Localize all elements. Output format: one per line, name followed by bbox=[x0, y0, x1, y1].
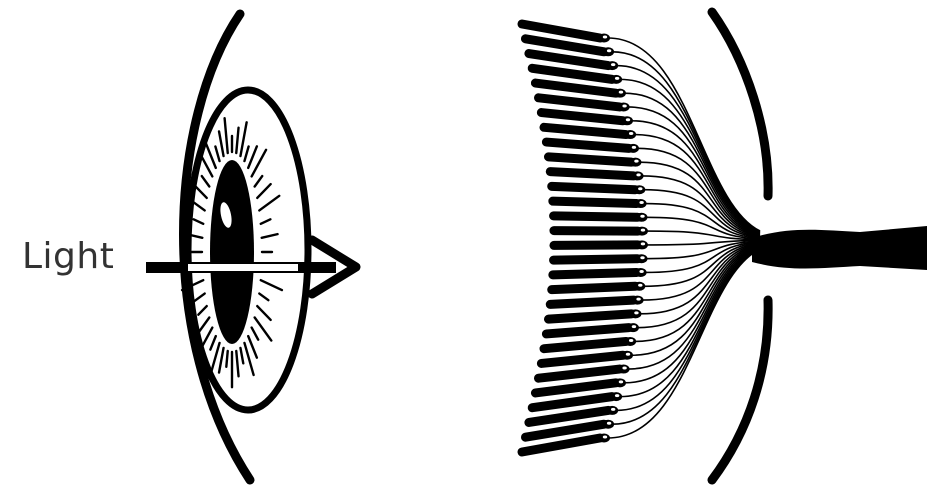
photoreceptor-rod bbox=[538, 98, 619, 107]
photoreceptor-rod bbox=[553, 272, 637, 274]
photoreceptor-rod bbox=[541, 355, 623, 363]
iris-ray bbox=[244, 146, 248, 161]
iris-ray bbox=[252, 328, 259, 340]
retina-arc-bottom bbox=[712, 300, 768, 480]
photoreceptor-rod bbox=[554, 216, 638, 217]
photoreceptor-rod bbox=[529, 410, 608, 422]
photoreceptor-rod bbox=[538, 369, 619, 378]
photoreceptor-highlight bbox=[622, 367, 626, 370]
photoreceptor-highlight bbox=[639, 270, 643, 273]
iris-ray bbox=[248, 146, 257, 168]
photoreceptor-rod bbox=[546, 142, 629, 148]
nerve-fibers bbox=[608, 38, 760, 438]
iris-ray bbox=[225, 118, 228, 153]
photoreceptor-array bbox=[522, 24, 648, 452]
photoreceptor-rod bbox=[548, 157, 631, 162]
photoreceptor-rod bbox=[532, 68, 612, 79]
light-label: Light bbox=[22, 236, 114, 277]
photoreceptor-highlight bbox=[636, 298, 640, 301]
photoreceptor-highlight bbox=[634, 311, 638, 314]
photoreceptor-rod bbox=[541, 113, 623, 121]
iris-ray bbox=[219, 348, 224, 373]
photoreceptor-highlight bbox=[611, 63, 615, 66]
retina-illustration bbox=[522, 12, 927, 480]
iris-ray bbox=[240, 348, 243, 363]
photoreceptor-highlight bbox=[639, 201, 643, 204]
photoreceptor-rod bbox=[529, 54, 608, 66]
iris-ray bbox=[240, 122, 246, 156]
iris-ray bbox=[210, 336, 215, 349]
photoreceptor-highlight bbox=[615, 394, 619, 397]
photoreceptor-rod bbox=[552, 286, 636, 289]
photoreceptor-highlight bbox=[619, 380, 623, 383]
photoreceptor-highlight bbox=[638, 187, 642, 190]
nerve-fiber bbox=[624, 93, 760, 233]
iris-ray bbox=[219, 131, 224, 156]
photoreceptor-rod bbox=[544, 341, 626, 348]
photoreceptor-rod bbox=[553, 201, 637, 203]
photoreceptor-highlight bbox=[611, 408, 615, 411]
photoreceptor-highlight bbox=[640, 256, 644, 259]
photoreceptor-highlight bbox=[626, 353, 630, 356]
iris-ray bbox=[257, 184, 270, 198]
photoreceptor-rod bbox=[554, 259, 638, 260]
photoreceptor-highlight bbox=[622, 104, 626, 107]
retina-arc-top bbox=[712, 12, 768, 196]
iris-ray bbox=[198, 306, 206, 315]
iris-ray bbox=[236, 351, 238, 376]
iris-ray bbox=[257, 306, 270, 320]
iris-ray bbox=[226, 351, 227, 367]
iris-ray bbox=[259, 294, 268, 301]
iris-ray bbox=[248, 336, 257, 358]
photoreceptor-highlight bbox=[636, 173, 640, 176]
photoreceptor-rod bbox=[548, 314, 631, 319]
photoreceptor-highlight bbox=[640, 215, 644, 218]
photoreceptor-highlight bbox=[603, 36, 607, 39]
iris-ray bbox=[261, 219, 271, 224]
photoreceptor-highlight bbox=[607, 422, 611, 425]
photoreceptor-highlight bbox=[629, 339, 633, 342]
iris-ray bbox=[202, 176, 210, 186]
iris-ray bbox=[259, 196, 279, 211]
nerve-fiber bbox=[620, 79, 760, 232]
photoreceptor-rod bbox=[552, 186, 636, 189]
pupil bbox=[210, 160, 254, 344]
photoreceptor-highlight bbox=[629, 132, 633, 135]
photoreceptor-highlight bbox=[638, 284, 642, 287]
photoreceptor-highlight bbox=[603, 436, 607, 439]
iris-ray bbox=[194, 219, 204, 224]
iris-ray bbox=[261, 280, 282, 290]
optic-nerve bbox=[752, 226, 927, 270]
photoreceptor-highlight bbox=[619, 91, 623, 94]
light-arrow-gap bbox=[188, 264, 298, 271]
iris-ray bbox=[262, 234, 278, 238]
photoreceptor-highlight bbox=[632, 146, 636, 149]
photoreceptor-rod bbox=[546, 328, 629, 334]
photoreceptor-rod bbox=[532, 397, 612, 408]
iris-ray bbox=[202, 328, 212, 347]
photoreceptor-highlight bbox=[641, 242, 645, 245]
photoreceptor-highlight bbox=[615, 77, 619, 80]
photoreceptor-highlight bbox=[626, 118, 630, 121]
photoreceptor-highlight bbox=[632, 325, 636, 328]
iris-ray bbox=[236, 128, 238, 153]
photoreceptor-highlight bbox=[607, 49, 611, 52]
iris-ray bbox=[255, 176, 263, 186]
photoreceptor-highlight bbox=[634, 160, 638, 163]
eye-illustration bbox=[181, 14, 308, 480]
photoreceptor-rod bbox=[550, 300, 633, 304]
iris-ray bbox=[215, 146, 219, 161]
photoreceptor-rod bbox=[550, 172, 633, 176]
photoreceptor-rod bbox=[535, 383, 616, 393]
photoreceptor-rod bbox=[535, 83, 616, 93]
photoreceptor-rod bbox=[544, 127, 626, 134]
photoreceptor-highlight bbox=[641, 229, 645, 232]
iris-ray bbox=[202, 157, 212, 176]
